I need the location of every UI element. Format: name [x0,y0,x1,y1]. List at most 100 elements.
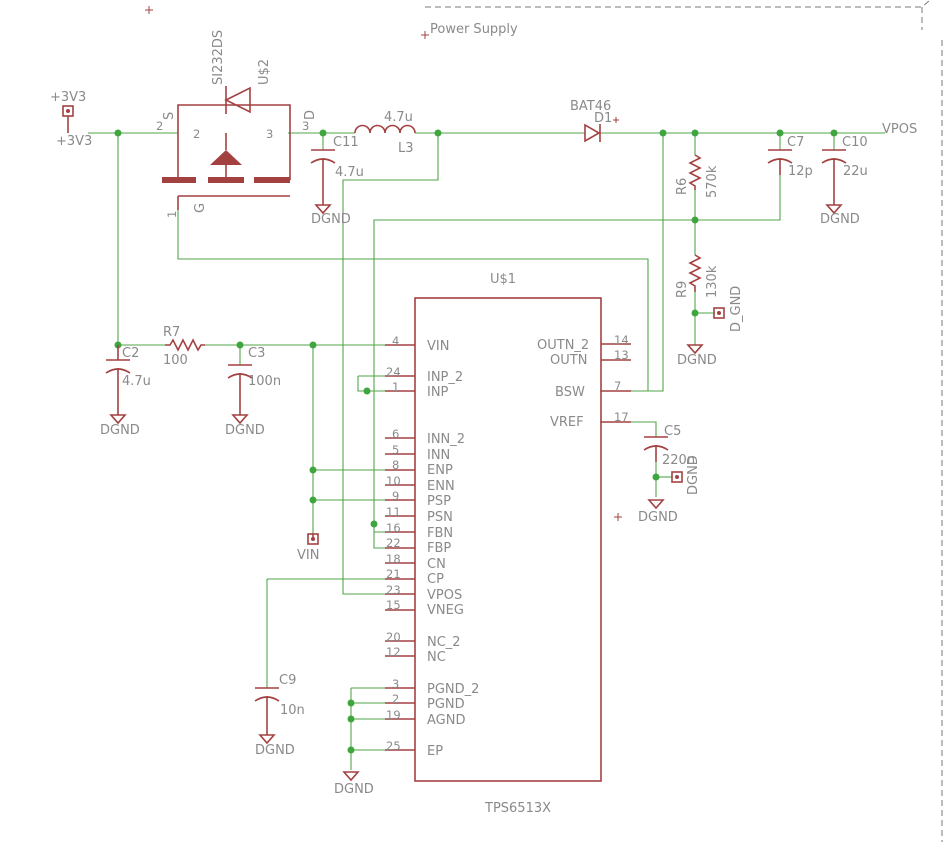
pin-num-psn: 11 [386,505,401,519]
svg-text:570k: 570k [705,165,720,198]
test-point-vin: VIN [297,533,319,563]
pin-num-vneg: 15 [386,598,401,612]
u1-part: TPS6513X [484,801,551,816]
pin-num-inn: 5 [392,443,399,457]
pin-num-psp: 9 [392,489,399,503]
ground-c10: DGND [820,204,860,227]
pin-inn2: INN_2 [427,432,465,447]
pin-num-vref: 17 [614,410,629,424]
pin-inn: INN [427,448,450,463]
u2-pin-num-s: 2 [156,119,163,133]
pin-outn: OUTN [550,353,587,368]
svg-text:R7: R7 [163,325,180,340]
capacitor-c11: C11 4.7u [310,135,364,205]
pin-num-nc: 12 [386,645,401,659]
resistor-r9: R9 130k [675,254,720,298]
pin-num-vpos: 23 [386,583,401,597]
pin-vneg: VNEG [427,603,464,618]
pin-pgnd: PGND [427,697,465,712]
svg-text:100: 100 [163,353,188,368]
pin-num-fbn: 16 [386,521,401,535]
svg-text:12p: 12p [788,164,813,179]
svg-text:DGND: DGND [100,423,140,438]
u2-ref: U$2 [257,59,272,85]
inductor-l3: 4.7u L3 [354,110,416,156]
svg-text:220n: 220n [662,453,695,468]
u2-pin-num-body: 2 [193,127,200,141]
pin-agnd: AGND [427,713,465,728]
u1-ref: U$1 [490,272,516,287]
pin-num-vin: 4 [392,334,399,348]
u2-pin-g: G [193,203,208,213]
u2-pin-num-d: 3 [302,119,309,133]
svg-text:DGND: DGND [820,212,860,227]
svg-text:VIN: VIN [297,548,319,563]
pin-num-enp: 8 [392,458,399,472]
wires [88,132,885,770]
test-point-d-gnd: D_GND [713,286,744,332]
svg-text:DGND: DGND [677,353,717,368]
u2-pin-num-d-inner: 3 [266,127,273,141]
ground-u1: DGND [334,771,374,797]
ic-u1-pin-stubs [385,343,631,751]
l3-ref: L3 [398,141,414,156]
pin-outn2: OUTN_2 [537,338,589,353]
pin-nc2: NC_2 [427,635,461,650]
pin-vref: VREF [550,415,584,430]
ground-c9: DGND [255,734,295,758]
pin-num-inp: 1 [392,380,399,394]
svg-text:DGND: DGND [686,455,701,495]
resistor-r7: R7 100 [163,325,205,368]
svg-text:10n: 10n [280,703,305,718]
pin-num-agnd: 19 [386,708,401,722]
pin-psn: PSN [427,510,453,525]
pin-fbn: FBN [427,526,453,541]
svg-text:DGND: DGND [311,212,351,227]
diode-d1: BAT46 D1 [570,99,619,143]
net-label-vpos: VPOS [882,122,917,137]
svg-text:4.7u: 4.7u [335,165,364,180]
ground-c3: DGND [225,414,265,438]
ground-r9: DGND [677,344,717,368]
pin-num-cn: 18 [386,552,401,566]
svg-text:22u: 22u [843,164,868,179]
pin-vpos: VPOS [427,588,462,603]
origin-crosses [145,6,622,521]
capacitor-c2: C2 4.7u [105,345,151,415]
svg-text:130k: 130k [705,265,720,298]
junction-dots [114,129,838,754]
pin-num-inn2: 6 [392,427,399,441]
pin-ep: EP [427,744,443,759]
pin-num-nc2: 20 [386,630,401,644]
capacitor-c10: C10 22u [821,135,868,205]
ground-c11: DGND [311,204,351,227]
pin-pgnd2: PGND_2 [427,682,479,697]
pin-num-ep: 25 [386,739,401,753]
svg-text:DGND: DGND [638,510,678,525]
capacitor-c3: C3 100n [227,346,281,415]
sheet-frame [425,0,943,842]
sheet-title: Power Supply [430,22,518,37]
svg-text:DGND: DGND [255,743,295,758]
svg-text:C3: C3 [248,346,265,361]
resistor-r6: R6 570k [675,154,720,198]
svg-text:100n: 100n [248,374,281,389]
svg-text:R6: R6 [675,178,690,195]
u2-pin-s: S [162,112,177,120]
mosfet-u2: SI232DS U$2 S D G 2 3 3 2 1 [156,30,318,218]
capacitor-c9: C9 10n [254,673,305,735]
svg-text:C7: C7 [787,135,804,150]
capacitor-c5: C5 220n [643,424,695,468]
svg-text:C2: C2 [122,346,139,361]
pin-enp: ENP [427,463,453,478]
pin-enn: ENN [427,479,455,494]
d1-part: BAT46 [570,99,611,114]
pin-inp: INP [427,385,449,400]
supply-3v3: +3V3 +3V3 [50,90,92,149]
pin-num-cp: 21 [386,567,401,581]
pin-cn: CN [427,557,446,572]
svg-text:C9: C9 [279,673,296,688]
pin-nc: NC [427,650,446,665]
pin-fbp: FBP [427,541,451,556]
